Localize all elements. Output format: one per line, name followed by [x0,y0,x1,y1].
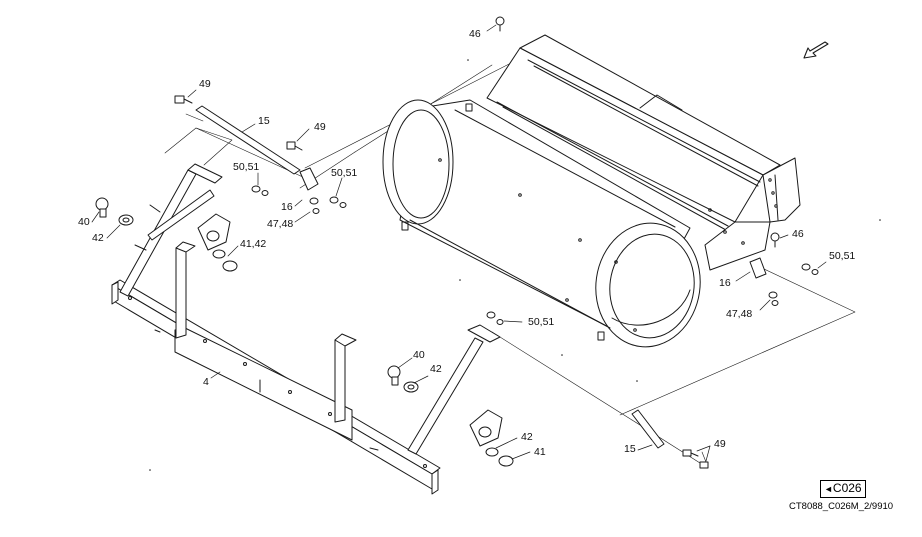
callout-40-lower: 40 [413,349,425,361]
drawing-number: CT8088_C026M_2/9910 [789,501,894,512]
callout-47-48-upper: 47,48 [267,218,294,230]
callout-50-51-left: 50,51 [233,161,260,173]
leader-lines [91,24,827,462]
callout-42-left: 42 [92,232,104,244]
sieve-drum [382,99,701,348]
callout-41-42: 41,42 [240,238,267,250]
callout-15-upper: 15 [258,115,270,127]
callout-47-48-right: 47,48 [726,308,753,320]
back-triangle-icon: ◄ [824,484,833,494]
support-frame [111,163,501,495]
sieve-housing [486,34,801,271]
callout-49-second: 49 [314,121,326,133]
callout-49-lower: 49 [714,438,726,450]
callout-4-frame: 4 [203,376,209,388]
callout-40-left: 40 [78,216,90,228]
callout-42-bottom: 42 [521,431,533,443]
hardware [95,16,819,469]
page-reference-code: C026 [832,481,862,495]
link-rods [195,105,665,449]
callout-42-lower: 42 [430,363,442,375]
callout-50-51-lower: 50,51 [528,316,555,328]
callout-41-bottom: 41 [534,446,546,458]
callout-16-upper: 16 [281,201,293,213]
speckles [149,59,881,471]
callout-49-upper: 49 [199,78,211,90]
page-reference-box[interactable]: ◄C026 [820,480,866,498]
callout-16-right: 16 [719,277,731,289]
callout-50-51-right: 50,51 [829,250,856,262]
callout-15-lower: 15 [624,443,636,455]
callout-50-51-mid: 50,51 [331,167,358,179]
arrow-indicator-icon [803,41,829,59]
callout-46-top: 46 [469,28,481,40]
callout-46-right: 46 [792,228,804,240]
